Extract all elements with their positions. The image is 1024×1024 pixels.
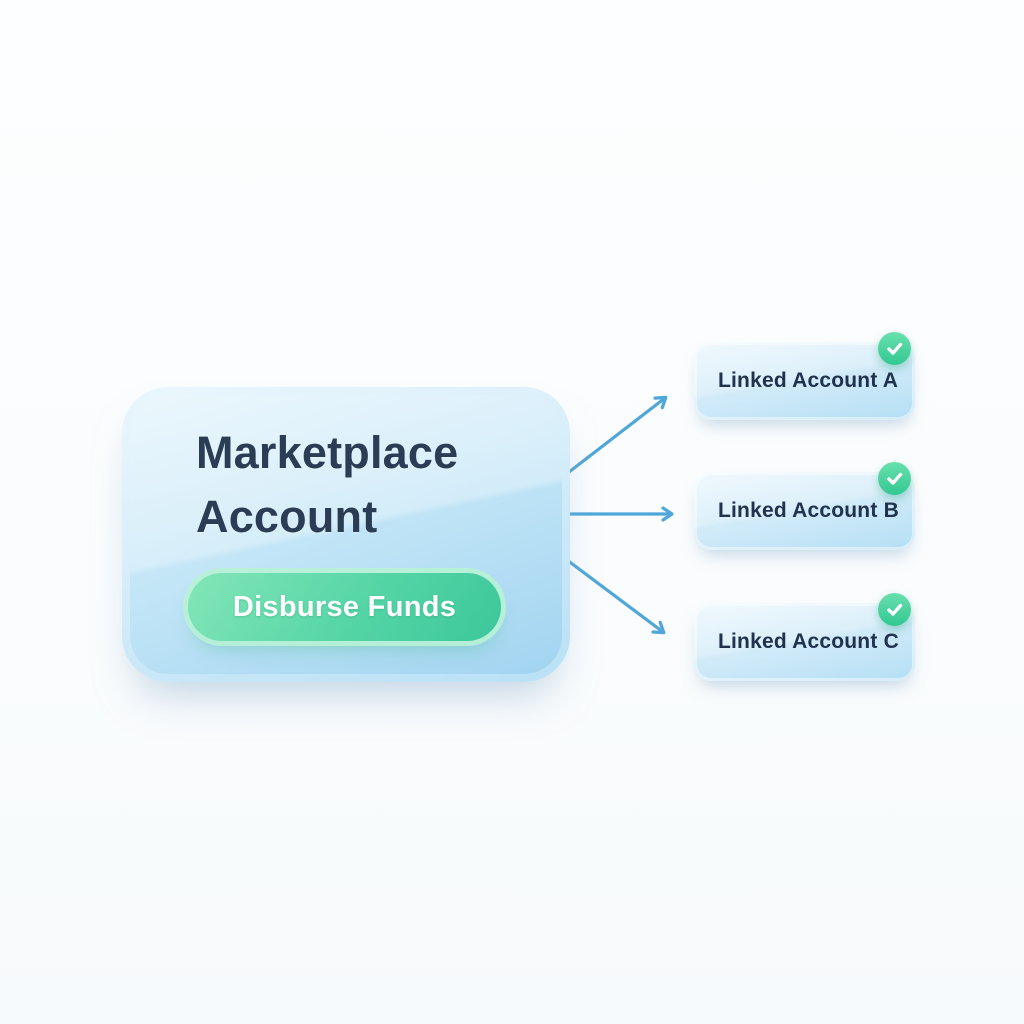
check-icon — [878, 593, 911, 626]
arrow-to-account-a — [567, 395, 668, 474]
linked-account-a-label: Linked Account A — [718, 369, 899, 392]
arrow-to-account-c — [565, 558, 666, 635]
linked-account-c-label: Linked Account C — [718, 630, 899, 653]
check-icon — [878, 462, 911, 495]
linked-account-a-card: Linked Account A — [694, 332, 915, 420]
linked-account-c-card: Linked Account C — [694, 593, 915, 681]
check-icon — [878, 332, 911, 365]
marketplace-account-card: Marketplace Account Disburse Funds — [122, 387, 570, 682]
linked-account-b-label: Linked Account B — [718, 499, 899, 522]
linked-account-b-card: Linked Account B — [694, 462, 915, 550]
disburse-funds-button[interactable]: Disburse Funds — [188, 573, 501, 641]
marketplace-account-title: Marketplace Account — [196, 427, 459, 542]
